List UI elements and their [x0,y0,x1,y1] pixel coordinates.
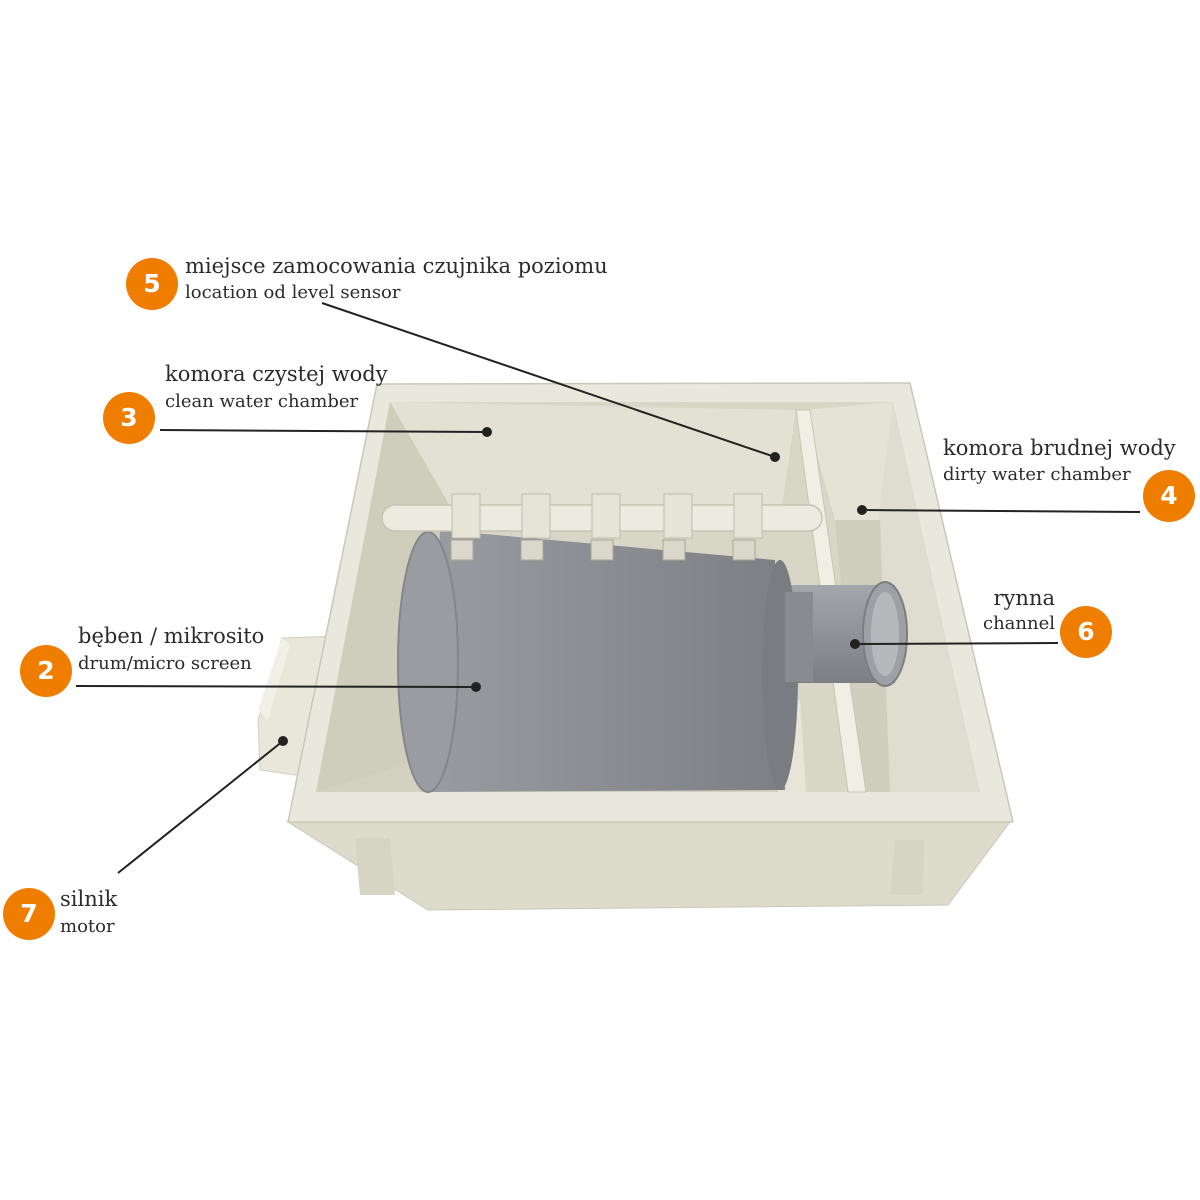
callout-badge-dirty-chamber: 4 [1143,470,1195,522]
label-channel-pl: rynna [993,586,1055,610]
label-drum-en: drum/micro screen [78,653,252,674]
nozzle [520,493,551,561]
label-motor-en: motor [60,916,115,937]
callout-badge-clean-chamber: 3 [103,392,155,444]
leader-lines [75,302,1141,874]
tank-left-pipe-stub [355,838,395,895]
label-dirty-chamber-pl: komora brudnej wody [943,436,1176,460]
leader-line-level-sensor [321,302,776,458]
dirty-chamber-back-wall [805,402,893,520]
leader-line-drum [75,685,477,688]
callout-badge-drum: 2 [20,645,72,697]
label-clean-chamber-pl: komora czystej wody [165,362,388,386]
label-level-sensor-pl: miejsce zamocowania czujnika poziomu [185,254,608,278]
leader-dot-clean-chamber [482,427,492,437]
label-clean-chamber-en: clean water chamber [165,391,359,412]
nozzle [450,493,481,561]
nozzle [590,493,621,561]
label-level-sensor-en: location od level sensor [185,282,401,303]
nozzle [662,493,693,561]
leader-dot-drum [471,682,481,692]
leader-line-motor [117,740,284,874]
label-drum-pl: bęben / mikrosito [78,624,265,648]
leader-line-dirty-chamber [861,509,1141,513]
callout-badge-channel: 6 [1060,606,1112,658]
leader-dot-level-sensor [770,452,780,462]
callout-badge-level-sensor: 5 [126,258,178,310]
label-dirty-chamber-en: dirty water chamber [943,464,1131,485]
leader-dot-dirty-chamber [857,505,867,515]
motor-housing-top [258,638,290,720]
label-motor-pl: silnik [60,887,118,911]
nozzle [732,493,763,561]
drum [397,530,813,793]
tank-right-pipe-stub [890,840,925,895]
callout-badge-motor: 7 [3,888,55,940]
leader-dot-channel [850,639,860,649]
dirty-chamber-right-wall [878,402,980,792]
label-channel-en: channel [983,613,1055,634]
leader-line-channel [854,642,1059,645]
leader-line-clean-chamber [159,429,488,433]
leader-dot-motor [278,736,288,746]
spray-bar [381,493,823,561]
